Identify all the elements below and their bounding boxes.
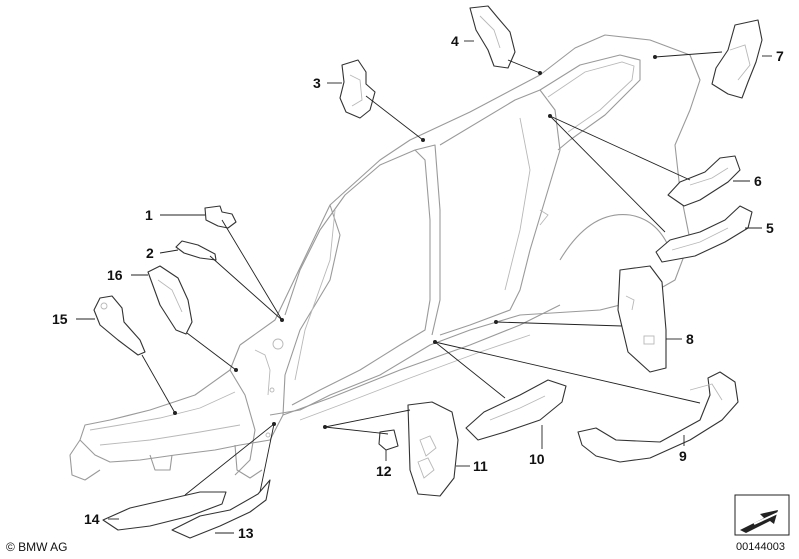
callout-11: 11 [473, 458, 488, 474]
copyright-text: © BMW AG [6, 540, 68, 554]
part-12 [378, 429, 399, 451]
callout-1: 1 [145, 207, 153, 223]
leader-dots [173, 55, 657, 429]
callout-8: 8 [686, 331, 694, 347]
drawing-number: 00144003 [736, 541, 785, 553]
part-13 [171, 479, 271, 539]
callout-15: 15 [52, 311, 68, 327]
callout-4: 4 [451, 33, 459, 49]
callout-12: 12 [376, 463, 392, 479]
callout-16: 16 [107, 267, 123, 283]
callout-6: 6 [754, 173, 762, 189]
callout-10: 10 [529, 451, 545, 467]
part-16 [147, 265, 193, 335]
part-1 [204, 205, 237, 229]
callout-13: 13 [238, 525, 254, 541]
part-4 [469, 5, 516, 69]
part-15 [93, 295, 146, 356]
part-3 [339, 59, 376, 119]
callout-5: 5 [766, 220, 774, 236]
part-5 [655, 205, 753, 263]
car-body-shell [69, 34, 701, 481]
part-2 [175, 240, 217, 261]
callout-7: 7 [776, 48, 784, 64]
part-14 [102, 491, 227, 531]
part-11 [407, 401, 459, 497]
view-direction-icon [734, 494, 790, 536]
part-8 [617, 265, 667, 373]
part-9 [577, 371, 739, 463]
callout-14: 14 [84, 511, 100, 527]
callout-2: 2 [146, 245, 154, 261]
callout-9: 9 [679, 448, 687, 464]
leader-lines [76, 40, 772, 534]
part-7 [711, 19, 763, 99]
callout-numbers: 1 2 3 4 5 6 7 8 9 10 11 12 13 14 15 16 [52, 33, 784, 541]
callout-3: 3 [313, 75, 321, 91]
